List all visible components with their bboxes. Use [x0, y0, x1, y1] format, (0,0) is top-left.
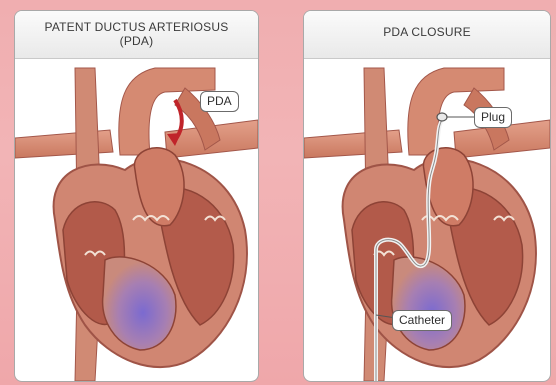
- panel-title: PATENT DUCTUS ARTERIOSUS (PDA): [15, 11, 258, 59]
- pda-callout: PDA: [200, 91, 239, 112]
- panel-title-line1: PATENT DUCTUS ARTERIOSUS: [15, 20, 258, 34]
- panel-title: PDA CLOSURE: [304, 11, 550, 59]
- plug-device: [437, 113, 447, 121]
- pda-closure-panel: PDA CLOSURE: [303, 10, 551, 382]
- catheter-callout: Catheter: [392, 310, 452, 331]
- panel-title-line2: (PDA): [15, 34, 258, 48]
- plug-callout: Plug: [474, 107, 512, 128]
- pda-panel: PATENT DUCTUS ARTERIOSUS (PDA): [14, 10, 259, 382]
- panel-title-line1: PDA CLOSURE: [304, 25, 550, 39]
- heart-illustration-closure: [304, 60, 550, 381]
